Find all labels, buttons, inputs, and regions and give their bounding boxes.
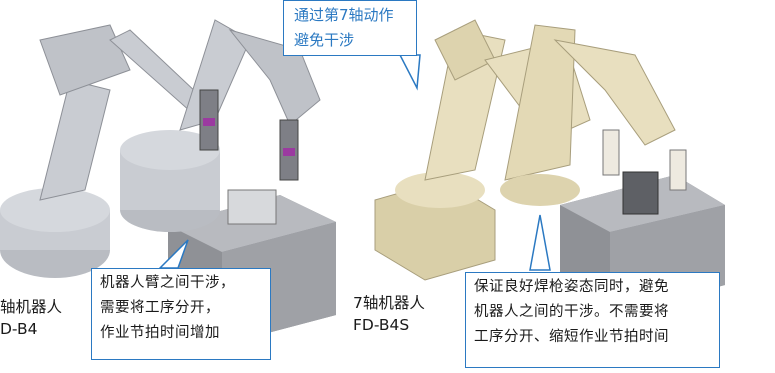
left-robots-illustration [0, 19, 336, 345]
right-caption-line: 机器人之间的干涉。不需要将 [474, 304, 669, 320]
right-robot1-arm [424, 29, 506, 181]
right-callout-pointer [398, 54, 421, 91]
right-model-label: 7轴机器人 FD-B4S [353, 292, 425, 336]
left-workpiece [227, 189, 277, 225]
right-robot2-base [500, 174, 580, 206]
right-caption-pointer [529, 214, 551, 271]
right-caption-box: 保证良好焊枪姿态同时，避免 机器人之间的干涉。不需要将 工序分开、缩短作业节拍时… [465, 272, 720, 368]
right-callout-box: 通过第7轴动作 避免干涉 [283, 0, 417, 56]
right-torch2 [669, 149, 687, 191]
right-torch1 [602, 129, 620, 176]
left-panel: 轴机器人 D-B4 机器人臂之间干涉， 需要将工序分开， 作业节拍时间增加 [0, 0, 345, 373]
right-robots-illustration [374, 19, 725, 315]
right-panel: 通过第7轴动作 避免干涉 7轴机器人 FD-B4S 保证良好焊枪姿态同时，避免 … [283, 0, 775, 373]
left-model-label: 轴机器人 D-B4 [0, 296, 62, 340]
right-callout-line: 通过第7轴动作 [294, 6, 394, 24]
right-model-name: 7轴机器人 [353, 294, 425, 312]
right-callout-line: 避免干涉 [294, 31, 355, 49]
left-model-code: D-B4 [0, 320, 38, 338]
right-robot2-arm [504, 24, 576, 181]
right-model-code: FD-B4S [353, 316, 410, 334]
left-model-name: 轴机器人 [0, 298, 63, 316]
right-workpiece [622, 171, 659, 215]
left-caption-line: 需要将工序分开， [100, 300, 220, 316]
right-caption-line: 保证良好焊枪姿态同时，避免 [474, 279, 669, 295]
left-caption-line: 机器人臂之间干涉， [100, 275, 235, 291]
left-caption-line: 作业节拍时间增加 [100, 325, 220, 341]
left-robot1-arm [39, 79, 111, 201]
left-caption-box: 机器人臂之间干涉， 需要将工序分开， 作业节拍时间增加 [91, 268, 271, 360]
right-caption-line: 工序分开、缩短作业节拍时间 [474, 329, 669, 345]
